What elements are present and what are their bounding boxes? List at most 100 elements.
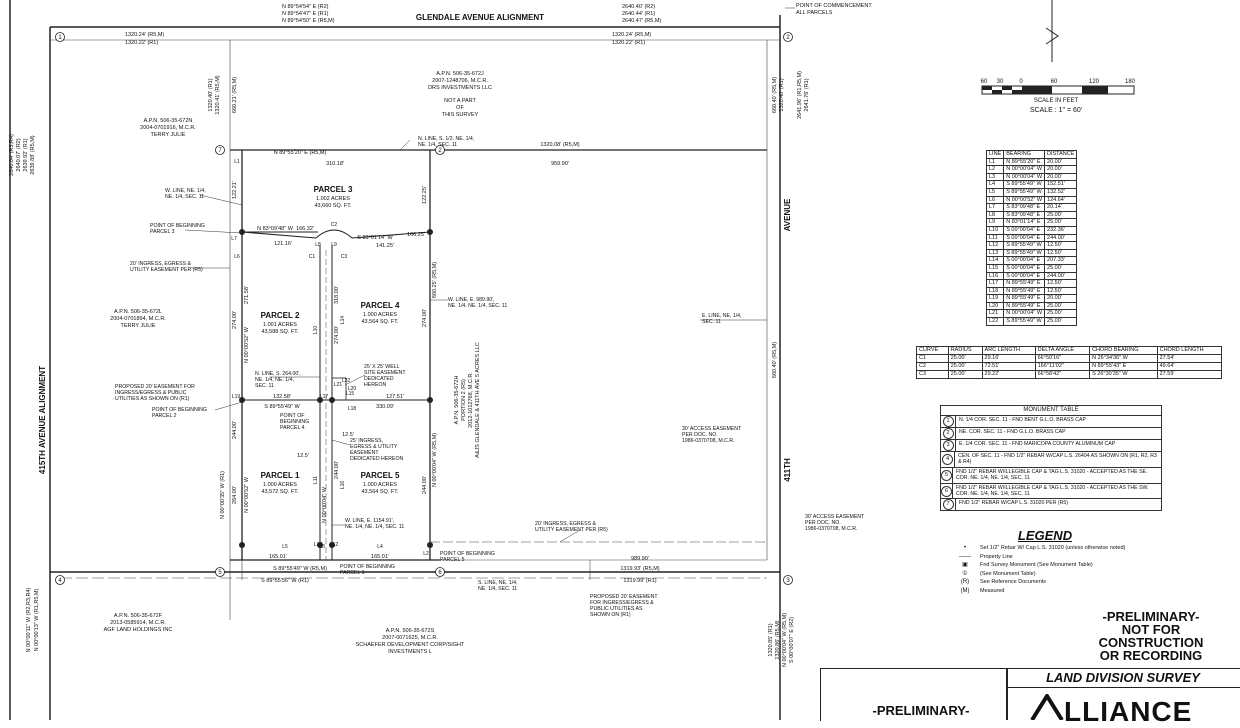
curve-table-cell: 27.54' [1156,354,1223,363]
line-table-cell: 132.52' [1044,187,1078,197]
scale-tick: 0 [1019,79,1023,85]
line-table-cell: L22 [985,317,1005,326]
line-table-cell: L7 [985,203,1005,212]
distance-label: 1320.40' (R1) [779,78,785,111]
line-table-header: DISTANCE [1044,150,1078,159]
bearing-label: N 00°00'52" W [244,326,250,363]
parcel-acres: 1.002 ACRES [316,196,350,202]
plat-note: 20' INGRESS, EGRESS & [130,261,191,267]
glendale-label: GLENDALE AVENUE ALIGNMENT [416,13,544,22]
commencement-label: POINT OF COMMENCEMENT [796,3,872,9]
bearing-label: N 00°00'52" W [244,476,250,513]
plat-note: NE. 1/4, SEC. 11 [478,586,517,592]
curve-table-cell: 66°58'42" [1034,370,1091,379]
line-label: L10 [313,326,319,335]
curve-table-header: ARC LENGTH [981,346,1036,355]
line-label: L4 [377,544,383,550]
line-label: L5 [282,544,288,550]
line-table-cell: L15 [985,263,1005,273]
apn-text: A&JS GLENDALE & 411TH AVE 5 ACRES LLC [475,342,481,458]
line-table-cell: L13 [985,248,1005,258]
line-table-cell: N 89°55'49" E [1003,279,1046,288]
bearing-label: S 89°55'49" W [264,404,300,410]
distance-label: 2640.04' (R3,R4) [9,134,15,176]
line-table-cell: N 89°55'49" E [1003,294,1046,303]
preliminary-line: CONSTRUCTION [1098,635,1204,650]
line-table-cell: L3 [985,172,1005,182]
legend-item: ①(See Monument Table) [950,571,1150,578]
line-label: L12 [330,542,339,548]
curve-table-cell: 66°50'16" [1034,354,1091,363]
line-table-cell: N 00°00'04" W [1003,165,1046,174]
line-table-cell: L1 [985,157,1005,167]
legend-symbol-icon: • [963,545,967,551]
plat-note: 25' INGRESS, [350,438,383,444]
bearing-label: S 89°55'49" W (R5,M) [273,566,327,572]
line-table-cell: 25.00' [1044,218,1078,227]
curve-table-header: CHORD LENGTH [1156,346,1223,355]
bearing-label: N 89°54'54" E (R2) [282,4,329,10]
plat-note: NE. 1/4, SEC. 11 [418,142,457,148]
parcel-name: PARCEL 3 [314,185,353,194]
title-block-title: LAND DIVISION SURVEY [1006,670,1240,688]
parcel-sqft: 43,564 SQ. FT. [362,319,399,325]
bearing-label: N 89°54'50" E (R5,M) [282,18,335,24]
line-table-cell: S 00°00'04" E [1003,263,1046,273]
line-table-cell: N 00°00'04" W [1003,172,1046,182]
distance-label: 244.00' [422,476,428,494]
line-label: L20 [348,386,357,392]
line-label: L13 [314,542,323,548]
monument-number: 5 [941,469,952,481]
line-table-cell: S 83°09'48" E [1003,210,1046,220]
scale-tick: 60 [981,79,988,85]
line-table-cell: N 89°55'49" E [1003,286,1046,296]
monument-marker: 5 [218,570,222,576]
line-table-cell: 207.33' [1044,256,1078,265]
line-label: L8 [315,242,321,248]
legend-item: ——Property Line [950,554,1150,561]
line-table-cell: L21 [985,309,1005,319]
distance-label: 166.25' [407,232,425,238]
monument-number: 2 [942,428,954,439]
plat-note: POINT OF BEGINNING [150,223,205,229]
legend-symbol-icon: ① [962,570,968,577]
line-table-cell: 25.00' [1044,263,1078,273]
plat-note: 25' X 25' WELL [364,364,400,370]
distance-label: 271.58' [244,286,250,304]
distance-label: 127.51' [386,394,404,400]
legend-item: (M)Measured [950,588,1150,595]
bearing-label: N 00°00'04" W (R5,M) [432,433,438,487]
legend-item: • Set 1/2" Rebar W/ Cap L.S. 31020 (unles… [950,545,1150,552]
scale-bar: 60 30 0 60 120 180 SCALE IN FEET SCALE :… [981,79,1136,114]
north-arrow [1045,0,1059,62]
plat-note: N. LINE, S. 1/2, NE. 1/4, [418,136,474,142]
bearing-label: N 00°00'11" W (R2,R3,R4) [26,587,32,652]
monument-marker: 2 [786,35,790,41]
line-label: L14 [340,316,346,325]
distance-label: 1320.40' (R1) [208,78,214,111]
plat-note: POINT OF BEGINNING [340,564,395,570]
parcel-acres: 1.000 ACRES [263,482,297,488]
plat-note: HEREON [364,382,386,388]
line-table-cell: S 89°55'49" W [1003,180,1046,189]
monument-description: E. 1/4 COR. SEC. 11 - FND MARICOPA COUNT… [959,441,1116,447]
plat-note: INGRESS/EGRESS & PUBLIC [115,390,187,396]
line-table-cell: 20.00' [1044,172,1078,182]
plat-note: PUBLIC UTILITIES AS [590,606,643,612]
distance-label: 132.58' [273,394,291,400]
distance-label: 2639.92' (R1) [23,138,29,171]
legend-text: Set 1/2" Rebar W/ Cap L.S. 31020 (unless… [980,545,1126,551]
legend: LEGEND •Set 1/2" Rebar W/ Cap L.S. 31020… [950,528,1150,594]
